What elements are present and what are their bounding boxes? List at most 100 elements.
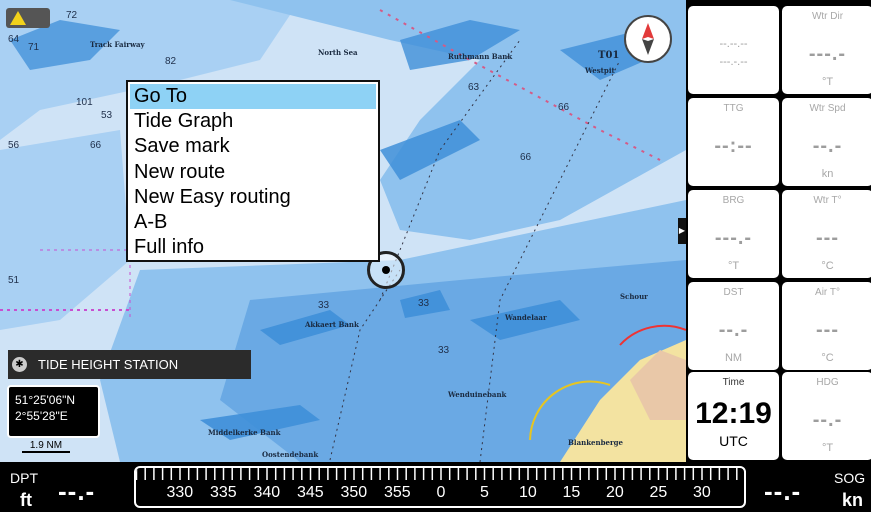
- heading-tape-label: 330: [166, 484, 194, 501]
- depth-sounding: 82: [165, 56, 177, 67]
- dpt-label: DPT: [10, 470, 38, 486]
- data-tile-unit: °T: [821, 76, 834, 88]
- data-tile-value: --.-: [718, 319, 749, 341]
- place-label: Oostendebank: [262, 450, 319, 459]
- data-tile[interactable]: Wtr T° --- °C: [782, 190, 871, 278]
- depth-sounding: 64: [8, 34, 20, 45]
- depth-sounding: 63: [468, 82, 480, 93]
- data-tile-value: ---: [816, 227, 839, 249]
- depth-sounding: 33: [438, 345, 450, 356]
- data-tile-value: --.-: [812, 135, 843, 157]
- data-tile-unit: °C: [821, 352, 834, 364]
- heading-tape-ticks: [136, 468, 738, 480]
- cursor-coordinates: 51°25'06"N 2°55'28"E: [7, 385, 100, 438]
- dpt-unit: ft: [20, 490, 32, 510]
- place-label: Blankenberge: [568, 438, 623, 447]
- data-tile[interactable]: Wtr Spd --.- kn: [782, 98, 871, 186]
- heading-tape-label: 5: [480, 484, 489, 501]
- place-label: Westpit: [585, 66, 615, 75]
- heading-tape-label: 10: [519, 484, 537, 501]
- depth-sounding: 66: [90, 140, 102, 151]
- sog-value: --.-: [764, 476, 802, 506]
- data-tile-value-secondary: ---.-.--: [719, 56, 748, 68]
- data-tile-unit: NM: [724, 352, 743, 364]
- data-tile[interactable]: DST --.- NM: [688, 282, 779, 370]
- data-tile-title: TTG: [723, 103, 744, 114]
- sog-unit: kn: [842, 490, 864, 510]
- data-tile[interactable]: TTG--:--: [688, 98, 779, 186]
- place-label: Ruthmann Bank: [448, 52, 513, 61]
- tide-station-label: TIDE HEIGHT STATION: [38, 357, 179, 372]
- depth-sounding: 51: [8, 275, 20, 286]
- context-menu: Go To Tide Graph Save mark New route New…: [126, 80, 380, 262]
- data-tile-unit: °T: [821, 442, 834, 454]
- heading-tape-label: 0: [436, 484, 446, 501]
- heading-tape-label: 20: [606, 484, 624, 501]
- data-tile-value: 12:19: [695, 397, 772, 430]
- data-tile-title: HDG: [816, 377, 839, 388]
- data-tile-value: ---: [816, 319, 839, 341]
- data-tile-title: Wtr T°: [813, 195, 842, 206]
- sog-label: SOG: [834, 470, 866, 486]
- heading-tape-label: 25: [649, 484, 668, 501]
- place-label: T01: [598, 50, 620, 61]
- menu-item-new-easy-routing[interactable]: New Easy routing: [134, 185, 291, 208]
- menu-item-new-route[interactable]: New route: [134, 160, 226, 183]
- compass-rose-icon[interactable]: [624, 15, 672, 63]
- data-tile-value: --.-: [812, 409, 843, 431]
- data-tile-title: Wtr Dir: [811, 11, 844, 22]
- place-label: Wandelaar: [505, 313, 547, 322]
- longitude-value: 2°55'28"E: [15, 409, 68, 423]
- place-label: Middelkerke Bank: [208, 428, 281, 437]
- data-tile[interactable]: Wtr Dir ---.- °T: [782, 6, 871, 94]
- heading-tape-label: 30: [693, 484, 711, 501]
- menu-item-full-info[interactable]: Full info: [134, 236, 205, 259]
- depth-sounding: 66: [520, 152, 532, 163]
- data-tile-unit: kn: [821, 168, 834, 180]
- menu-item-go-to[interactable]: Go To: [130, 84, 376, 110]
- menu-item-tide-graph[interactable]: Tide Graph: [134, 110, 234, 133]
- place-label: Akkaert Bank: [305, 320, 359, 329]
- tide-station-icon: ✱: [12, 357, 27, 372]
- data-tile-unit: °T: [727, 260, 740, 272]
- depth-sounding: 33: [418, 298, 430, 309]
- data-tile[interactable]: BRG ---.- °T: [688, 190, 779, 278]
- data-tile-value: ---.-: [714, 227, 753, 249]
- heading-tape-label: 335: [210, 484, 237, 501]
- data-tile-title: BRG: [722, 195, 745, 206]
- data-tile[interactable]: HDG --.- °T: [782, 372, 871, 460]
- chart-map[interactable]: Track Fairway North Sea Ruthmann Bank T0…: [0, 0, 686, 462]
- tide-station-banner[interactable]: ✱ TIDE HEIGHT STATION: [8, 350, 251, 379]
- dpt-value: --.-: [58, 476, 96, 506]
- depth-sounding: 66: [558, 102, 570, 113]
- depth-sounding: 72: [66, 10, 78, 21]
- panel-expander-icon[interactable]: ▶: [678, 218, 686, 244]
- depth-sounding: 56: [8, 140, 20, 151]
- data-tile-title: Time: [722, 377, 745, 388]
- latitude-value: 51°25'06"N: [15, 393, 76, 407]
- menu-item-save-mark[interactable]: Save mark: [134, 135, 230, 158]
- menu-item-a-b[interactable]: A-B: [134, 210, 168, 233]
- alarm-icon[interactable]: [6, 8, 50, 28]
- heading-tape-label: 355: [384, 484, 411, 501]
- data-tile-unit: UTC: [719, 433, 748, 449]
- heading-tape-label: 345: [297, 484, 324, 501]
- depth-sounding: 33: [318, 300, 330, 311]
- data-tile-title: Wtr Spd: [809, 103, 846, 114]
- heading-tape-label: 15: [562, 484, 581, 501]
- depth-sounding: 53: [101, 110, 113, 121]
- data-tile-title: DST: [723, 287, 744, 298]
- place-label: North Sea: [318, 48, 358, 57]
- data-tile-unit: °C: [821, 260, 834, 272]
- data-tile[interactable]: Air T°---°C: [782, 282, 871, 370]
- heading-tape-label: 350: [340, 484, 368, 501]
- data-tile[interactable]: --.--.-- ---.-.--: [688, 6, 779, 94]
- depth-sounding: 101: [76, 97, 93, 108]
- place-label: Track Fairway: [90, 40, 145, 49]
- data-tile-value: --.--.--: [719, 38, 748, 50]
- data-tile-value: ---.-: [808, 43, 847, 65]
